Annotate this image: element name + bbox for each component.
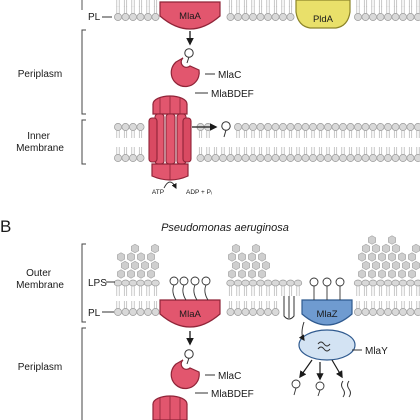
panel-b-mlabdef-label: MlaBDEF xyxy=(211,389,254,400)
panel-a-inner-membrane-bracket xyxy=(81,119,86,165)
panel-b-letter: B xyxy=(0,217,11,236)
panel-b-arrow-mlaz-to-mlay xyxy=(298,321,305,341)
panel-a-plda-label: PldA xyxy=(313,14,334,25)
panel-a-plda: PldA xyxy=(295,0,351,29)
panel-b-periplasm-bracket xyxy=(81,327,86,420)
panel-a-periplasm-label: Periplasm xyxy=(18,69,62,80)
panel-a-mlaa-label: MlaA xyxy=(179,11,201,22)
panel-b-mlaa-label: MlaA xyxy=(179,309,201,320)
panel-b-mlaa: MlaA xyxy=(159,299,221,328)
panel-b-om-line1: Outer xyxy=(26,268,52,279)
panel-a-im-line2: Membrane xyxy=(16,143,64,154)
panel-b-mlaz-bound-lipids xyxy=(309,277,345,300)
panel-a-mlac xyxy=(170,48,200,88)
panel-b-mlay xyxy=(298,329,356,361)
panel-a-delivered-lipid xyxy=(221,121,231,138)
panel-b-mlaz-label: MlaZ xyxy=(316,309,337,320)
panel-b: B Pseudomonas aeruginosa Outer Membrane … xyxy=(0,217,420,420)
panel-a-periplasm-bracket xyxy=(81,29,86,115)
panel-a-pl-lipid-row xyxy=(114,0,420,21)
panel-b-pl-label: PL xyxy=(88,308,101,319)
panel-b-periplasm-label: Periplasm xyxy=(18,362,62,373)
panel-a-im-line1: Inner xyxy=(27,131,50,142)
panel-b-mlaa-bound-lipids xyxy=(169,276,211,301)
panel-b-mlaz: MlaZ xyxy=(301,299,353,326)
panel-a-pl-label: PL xyxy=(88,12,101,23)
panel-a-mlac-label: MlaC xyxy=(218,70,241,81)
panel-a-mlaa: MlaA xyxy=(159,1,221,30)
panel-a-atp-hydrolysis-arrow xyxy=(163,181,177,189)
panel-b-om-line2: Membrane xyxy=(16,280,64,291)
panel-b-organism-title: Pseudomonas aeruginosa xyxy=(161,222,289,234)
panel-a: PL MlaA PldA Periplasm MlaC MlaBDEF xyxy=(16,0,420,196)
panel-a-mlabdef-label: MlaBDEF xyxy=(211,89,254,100)
panel-b-product-arrow-3 xyxy=(331,359,343,379)
panel-b-products xyxy=(291,379,351,398)
panel-b-outer-membrane-bilayer xyxy=(113,279,420,316)
panel-a-inner-membrane-label: Inner Membrane xyxy=(16,131,64,154)
panel-b-outer-membrane-bracket xyxy=(81,243,86,323)
panel-b-lps-sugars xyxy=(117,235,420,279)
panel-a-adp-label: ADP + Pᵢ xyxy=(186,189,212,196)
panel-b-mlabdef-complex xyxy=(152,395,188,420)
panel-a-atp-label: ATP xyxy=(152,189,164,196)
panel-b-mlac-label: MlaC xyxy=(218,371,241,382)
panel-b-lps-label: LPS xyxy=(88,278,107,289)
panel-b-mlac xyxy=(170,349,200,390)
panel-b-outer-membrane-label: Outer Membrane xyxy=(16,268,64,291)
panel-b-free-lipid-tails xyxy=(283,296,295,320)
panel-b-product-arrow-1 xyxy=(299,359,313,379)
panel-b-mlay-label: MlaY xyxy=(365,346,388,357)
panel-a-mlabdef-complex xyxy=(148,95,192,181)
panel-a-inner-membrane-bilayer xyxy=(114,123,420,162)
